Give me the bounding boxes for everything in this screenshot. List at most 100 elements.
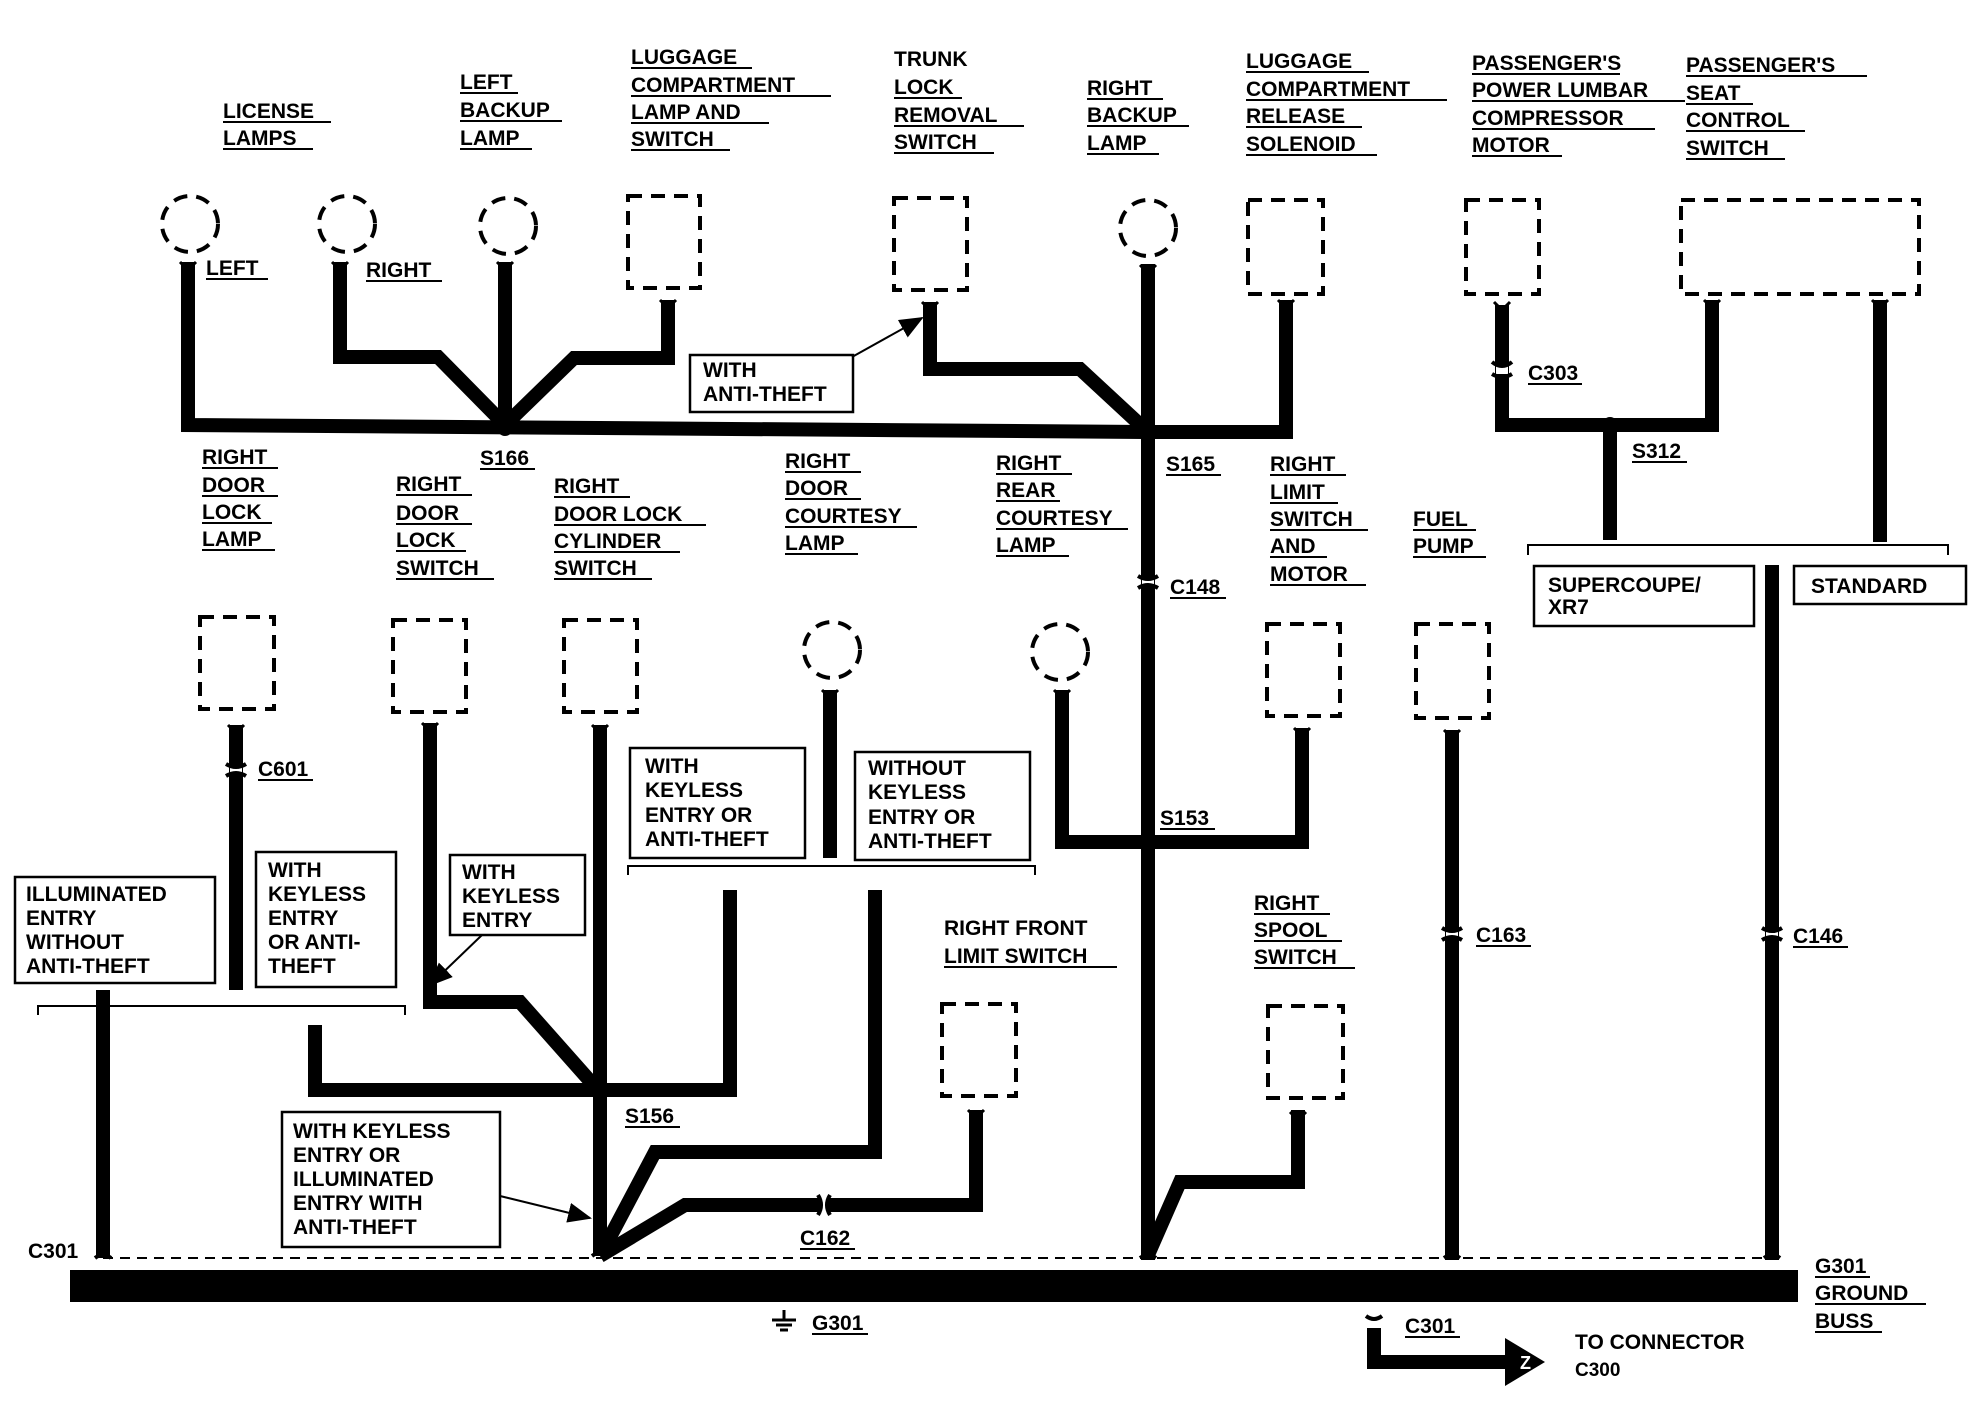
note-boxes (13, 353, 1968, 1249)
label-lumbar-motor-line1: PASSENGER'S (1472, 52, 1621, 75)
fuel-pump-symbol (1414, 622, 1491, 720)
label-right-front-limit-switch-line2: LIMIT SWITCH (944, 945, 1087, 968)
to-connector-arrow (1505, 1338, 1545, 1386)
label-right-backup-lamp-line3: LAMP (1087, 132, 1147, 155)
note-keyless-or-illuminated-line5: ANTI-THEFT (293, 1216, 417, 1239)
note-with-keyless-or-anti-theft-2-line3: ENTRY (268, 907, 338, 930)
label-right-door-courtesy-lamp-line4: LAMP (785, 532, 845, 555)
label-trunk-lock-removal: TRUNK LOCK REMOVAL SWITCH (894, 48, 1024, 154)
label-fuel-pump: FUEL PUMP (1413, 508, 1486, 558)
connector-c146-label: C146 (1793, 925, 1843, 948)
right-rear-courtesy-lamp-symbol (1030, 622, 1090, 682)
ground-symbol-label: G301 (812, 1312, 864, 1335)
connector-c301-left-label: C301 (28, 1240, 79, 1263)
note-with-anti-theft-line2: ANTI-THEFT (703, 383, 827, 406)
label-right-backup-lamp: RIGHT BACKUP LAMP (1087, 77, 1189, 155)
label-left-backup-lamp-line1: LEFT (460, 71, 513, 94)
note-without-keyless-or-antitheft-line1: WITHOUT (868, 757, 966, 780)
label-seat-control-switch: PASSENGER'S SEAT CONTROL SWITCH (1686, 54, 1867, 160)
label-left-backup-lamp-line3: LAMP (460, 127, 520, 150)
component-symbols-top (160, 194, 1921, 296)
splice-s156-label: S156 (625, 1105, 674, 1128)
ground-symbol-icon (772, 1310, 796, 1332)
label-left-backup-lamp-line2: BACKUP (460, 99, 550, 122)
label-right-rear-courtesy-lamp-line3: COURTESY (996, 507, 1113, 530)
label-right-door-lock-switch-line4: SWITCH (396, 557, 479, 580)
right-limit-switch-motor-symbol (1265, 622, 1342, 718)
note-supercoupe-xr7: SUPERCOUPE/ XR7 (1548, 574, 1701, 619)
note-supercoupe-xr7-line2: XR7 (1548, 596, 1589, 619)
ground-buss-line1: G301 (1815, 1255, 1867, 1278)
right-door-lock-switch-symbol (391, 618, 468, 714)
label-license-lamps-line2: LAMPS (223, 127, 297, 150)
label-license-left-text: LEFT (206, 257, 259, 280)
label-luggage-release-solenoid-line3: RELEASE (1246, 105, 1345, 128)
right-spool-switch-symbol (1266, 1004, 1345, 1100)
label-right-door-lock-lamp-line4: LAMP (202, 528, 262, 551)
splice-s312-label: S312 (1632, 440, 1681, 463)
splice-s165-dot (1140, 424, 1156, 440)
label-right-door-lock-switch-line1: RIGHT (396, 473, 462, 496)
label-left-backup-lamp: LEFT BACKUP LAMP (460, 71, 562, 150)
splice-s153-label: S153 (1160, 807, 1209, 830)
to-connector-line2: C300 (1575, 1360, 1620, 1381)
license-lamp-left-symbol (160, 194, 220, 254)
connector-c162-label: C162 (800, 1227, 850, 1250)
label-lumbar-motor: PASSENGER'S POWER LUMBAR COMPRESSOR MOTO… (1472, 52, 1685, 157)
label-right-door-lock-switch-line3: LOCK (396, 529, 456, 552)
note-with-keyless-or-antitheft: WITH KEYLESS ENTRY OR ANTI-THEFT (645, 755, 769, 851)
note-with-keyless-entry-line3: ENTRY (462, 909, 532, 932)
label-luggage-release-solenoid-line4: SOLENOID (1246, 133, 1356, 156)
note-without-keyless-or-antitheft-line3: ENTRY OR (868, 806, 975, 829)
label-right-door-lock-lamp-line2: DOOR (202, 474, 265, 497)
label-right-door-courtesy-lamp-line2: DOOR (785, 477, 848, 500)
label-luggage-release-solenoid-line2: COMPARTMENT (1246, 78, 1410, 101)
note-keyless-or-illuminated-line3: ILLUMINATED (293, 1168, 434, 1191)
label-license-right-text: RIGHT (366, 259, 432, 282)
note-without-keyless-or-antitheft-line2: KEYLESS (868, 781, 966, 804)
label-right-rear-courtesy-lamp-line1: RIGHT (996, 452, 1062, 475)
label-right-limit-switch-motor-line2: LIMIT (1270, 481, 1325, 504)
ground-buss-line2: GROUND (1815, 1282, 1908, 1305)
label-right-limit-switch-motor-line3: SWITCH (1270, 508, 1353, 531)
note-arrows (428, 317, 924, 1223)
label-trunk-lock-removal-line4: SWITCH (894, 131, 977, 154)
label-right-rear-courtesy-lamp-line4: LAMP (996, 534, 1056, 557)
label-right-door-lock-cylinder: RIGHT DOOR LOCK CYLINDER SWITCH (554, 475, 706, 580)
ground-labels: G301 G301 GROUND BUSS TO CONNECTOR C300 (812, 1255, 1926, 1381)
label-right-door-lock-cylinder-line2: DOOR LOCK (554, 503, 682, 526)
label-luggage-release-solenoid: LUGGAGE COMPARTMENT RELEASE SOLENOID (1246, 50, 1447, 156)
label-right-spool-switch: RIGHT SPOOL SWITCH (1254, 892, 1355, 969)
note-illuminated-without-antitheft-line1: ILLUMINATED (26, 883, 167, 906)
connector-c303-label: C303 (1528, 362, 1578, 385)
right-door-courtesy-lamp-symbol (802, 620, 862, 680)
splice-s166-dot (497, 420, 513, 436)
connector-c163-label: C163 (1476, 924, 1526, 947)
label-right-door-lock-lamp-line3: LOCK (202, 501, 262, 524)
label-fuel-pump-line1: FUEL (1413, 508, 1468, 531)
splice-s312-dot (1602, 417, 1618, 433)
note-keyless-or-illuminated-line4: ENTRY WITH (293, 1192, 423, 1215)
splice-s166-label: S166 (480, 447, 529, 470)
note-with-keyless-or-anti-theft-2-line5: THEFT (268, 955, 336, 978)
note-standard: STANDARD (1811, 575, 1927, 598)
label-right-door-courtesy-lamp: RIGHT DOOR COURTESY LAMP (785, 450, 917, 555)
note-illuminated-without-antitheft-line3: WITHOUT (26, 931, 124, 954)
note-with-keyless-entry: WITH KEYLESS ENTRY (462, 861, 560, 932)
note-with-keyless-or-antitheft-line2: KEYLESS (645, 779, 743, 802)
label-right-front-limit-switch-line1: RIGHT FRONT (944, 917, 1088, 940)
label-luggage-lamp-switch-line1: LUGGAGE (631, 46, 737, 69)
note-with-keyless-entry-line1: WITH (462, 861, 516, 884)
splice-s165-label: S165 (1166, 453, 1215, 476)
to-connector-line1: TO CONNECTOR (1575, 1331, 1745, 1354)
lumbar-motor-symbol (1464, 198, 1541, 296)
note-keyless-or-illuminated: WITH KEYLESS ENTRY OR ILLUMINATED ENTRY … (293, 1120, 451, 1239)
connector-c301-bottom-label: C301 (1405, 1315, 1456, 1338)
label-right-backup-lamp-line2: BACKUP (1087, 104, 1177, 127)
label-trunk-lock-removal-line3: REMOVAL (894, 104, 998, 127)
label-right-door-lock-switch: RIGHT DOOR LOCK SWITCH (396, 473, 494, 580)
note-without-keyless-or-antitheft: WITHOUT KEYLESS ENTRY OR ANTI-THEFT (868, 757, 992, 853)
label-fuel-pump-line2: PUMP (1413, 535, 1474, 558)
label-luggage-lamp-switch: LUGGAGE COMPARTMENT LAMP AND SWITCH (631, 46, 831, 151)
